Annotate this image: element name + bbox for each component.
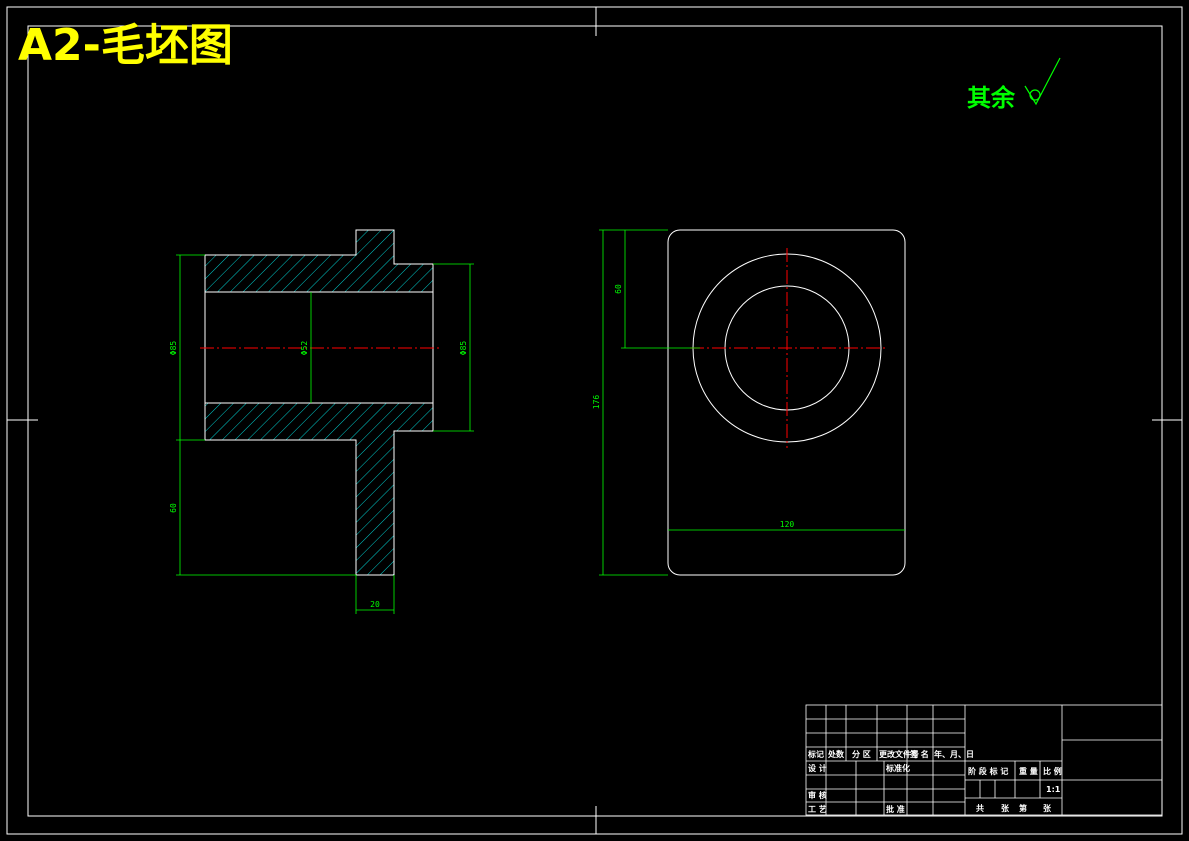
tb-sheet-no: 第 [1019, 803, 1027, 813]
tb-header-2: 分 区 [852, 749, 871, 759]
tb-sheet-unit-1: 张 [1001, 804, 1010, 813]
tb-header-5: 年、月、日 [934, 749, 974, 759]
tb-weight-label: 重 量 [1019, 766, 1038, 776]
centering-marks [7, 7, 1182, 834]
tb-sheet-total: 共 [976, 803, 984, 813]
section-dimensions [176, 254, 474, 614]
dim-flange-width: 20 [370, 600, 380, 609]
dim-left-outer: Φ85 [169, 341, 178, 356]
dim-flange-height: 60 [169, 503, 178, 513]
section-hatch-upper [204, 229, 434, 293]
front-view [667, 229, 906, 576]
roughness-note: 其余 [967, 84, 1016, 112]
dim-center-height: 60 [614, 284, 623, 294]
title-block [805, 704, 1163, 816]
front-dimensions [599, 229, 905, 576]
dim-bore: Φ52 [300, 341, 309, 356]
section-hatch-lower [204, 402, 434, 576]
dim-overall-height: 176 [592, 395, 601, 410]
tb-header-1: 处数 [827, 749, 845, 759]
tb-header-3: 更改文件号 [879, 749, 919, 759]
tb-header-4: 签 名 [909, 749, 929, 759]
outer-border [6, 6, 1183, 835]
dim-overall-width: 120 [780, 520, 795, 529]
tb-scale-label: 比 例 [1043, 766, 1062, 776]
tb-sheet-unit-2: 张 [1043, 804, 1052, 813]
front-outline [667, 229, 906, 576]
drawing-title: A2-毛坯图 [18, 20, 233, 71]
dim-right-outer: Φ85 [459, 341, 468, 356]
tb-standard: 标准化 [885, 763, 910, 773]
section-view [200, 229, 440, 576]
tb-design: 设 计 [808, 763, 827, 773]
tb-header-0: 标记 [807, 749, 824, 759]
roughness-symbol-icon [1024, 57, 1061, 106]
tb-process: 工 艺 [808, 804, 827, 814]
tb-review: 审 核 [808, 790, 827, 800]
tb-stage-label: 阶 段 标 记 [968, 766, 1008, 776]
tb-approve: 批 准 [886, 804, 905, 814]
inner-border [27, 25, 1163, 817]
tb-scale-value: 1:1 [1046, 785, 1061, 794]
